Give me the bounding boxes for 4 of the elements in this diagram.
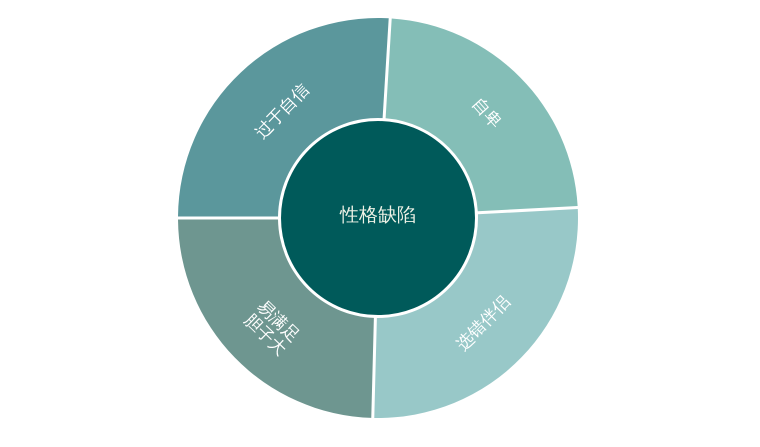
segment-label: 自卑 <box>468 94 506 132</box>
segment-label: 选错伴侣 <box>452 292 514 354</box>
center-label: 性格缺陷 <box>340 206 416 226</box>
segment-label: 过于自信 <box>251 80 312 142</box>
